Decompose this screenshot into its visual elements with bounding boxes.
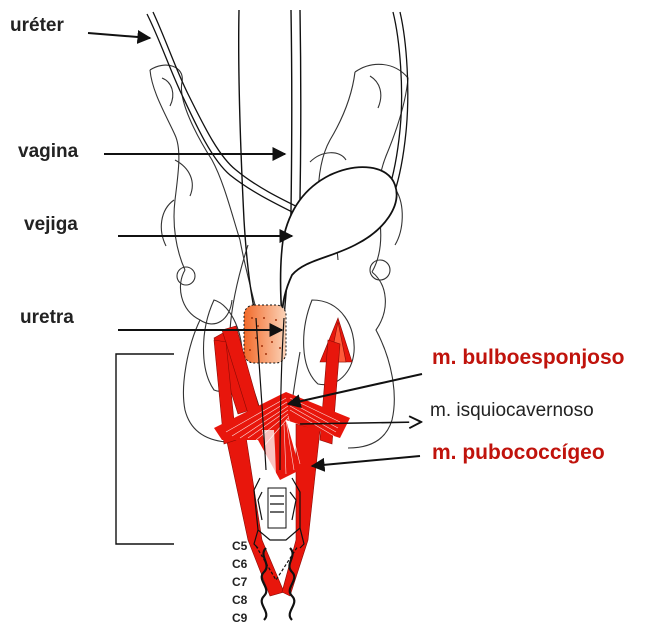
urethra — [244, 305, 286, 363]
label-vejiga: vejiga — [24, 214, 78, 235]
vertebra-labels: C5 C6 C7 C8 C9 — [232, 539, 248, 625]
label-isquiocavernoso: m. isquiocavernoso — [430, 400, 594, 421]
arrow-bulbo — [288, 374, 422, 404]
label-pubococcigeo: m. pubococcígeo — [432, 441, 605, 464]
vertebra-label-c6: C6 — [232, 557, 248, 571]
label-vagina: vagina — [18, 141, 79, 162]
arrow-ureter — [88, 33, 150, 38]
label-ureter: uréter — [10, 15, 64, 36]
bladder — [282, 167, 397, 318]
region-bracket — [116, 354, 174, 544]
label-uretra: uretra — [20, 307, 74, 328]
pelvic-bones — [150, 64, 408, 448]
arrow-pubo — [312, 456, 420, 466]
ureter-right — [388, 12, 408, 194]
label-bulboesponjoso: m. bulboesponjoso — [432, 346, 625, 369]
vertebra-label-c9: C9 — [232, 611, 248, 625]
vertebra-label-c5: C5 — [232, 539, 248, 553]
vertebra-label-c8: C8 — [232, 593, 248, 607]
vertebra-label-c7: C7 — [232, 575, 248, 589]
